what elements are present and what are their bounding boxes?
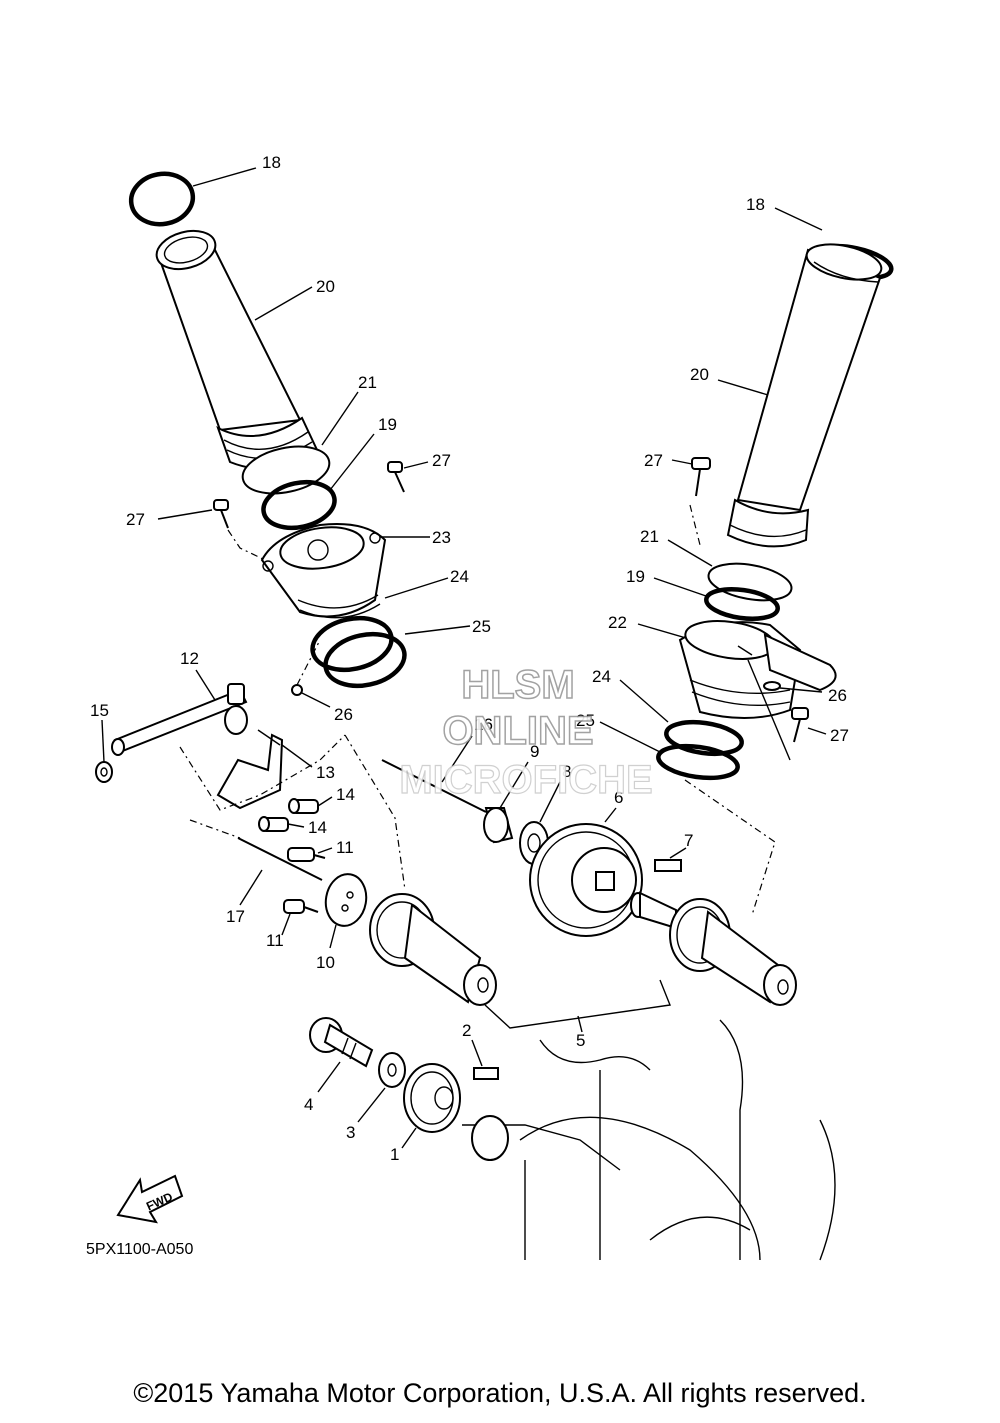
watermark-line-2: ONLINE <box>442 709 593 753</box>
callout-4: 4 <box>304 1095 313 1114</box>
callout-22: 22 <box>608 613 627 632</box>
callout-10: 10 <box>316 953 335 972</box>
callout-6: 6 <box>614 788 623 807</box>
callout-24-left: 24 <box>450 567 469 586</box>
fwd-arrow-icon: FWD <box>116 1174 184 1224</box>
callout-20-right: 20 <box>690 365 709 384</box>
callout-14-a: 14 <box>336 785 355 804</box>
callout-9: 9 <box>530 742 539 761</box>
key-7[interactable] <box>654 859 682 872</box>
key-2[interactable] <box>473 1067 499 1080</box>
holder-23-left[interactable] <box>260 522 387 619</box>
o-ring-19-left[interactable] <box>259 476 339 534</box>
callout-25-left: 25 <box>472 617 491 636</box>
callout-19-left: 19 <box>378 415 397 434</box>
holder-22-right[interactable] <box>678 616 837 719</box>
o-ring-18-left[interactable] <box>127 169 197 229</box>
ring-21-right[interactable] <box>706 558 795 606</box>
bolt-27-right-b[interactable] <box>791 707 809 743</box>
shaft-5-left[interactable] <box>369 893 497 1006</box>
stopper-plate-10[interactable] <box>322 871 370 929</box>
callout-18-right: 18 <box>746 195 765 214</box>
bolt-27-right-a[interactable] <box>691 457 711 497</box>
callout-2: 2 <box>462 1021 471 1040</box>
watermark: HLSM ONLINE MICROFICHE <box>399 662 654 802</box>
bolt-4[interactable] <box>309 1017 374 1068</box>
pin-26-left[interactable] <box>291 684 303 696</box>
washer-3[interactable] <box>378 1052 406 1088</box>
watermark-line-3: MICROFICHE <box>399 758 652 802</box>
callout-21-left: 21 <box>358 373 377 392</box>
callout-21-right: 21 <box>640 527 659 546</box>
tube-20-right[interactable] <box>726 238 884 548</box>
rod-17[interactable] <box>237 837 323 881</box>
gear-1[interactable] <box>403 1063 461 1133</box>
shaft-16[interactable] <box>381 759 487 813</box>
o-ring-25-right[interactable] <box>656 742 740 783</box>
callout-16: 16 <box>474 715 493 734</box>
callout-26-left: 26 <box>334 705 353 724</box>
callout-11-a: 11 <box>336 838 354 857</box>
callout-27-right-b: 27 <box>830 726 849 745</box>
callout-5: 5 <box>576 1031 585 1050</box>
bolt-11-b[interactable] <box>283 899 319 914</box>
bolt-14-b[interactable] <box>258 816 289 832</box>
shift-lever-13[interactable] <box>216 729 284 810</box>
callout-26-right: 26 <box>828 686 847 705</box>
callout-7: 7 <box>684 831 693 850</box>
gear-6[interactable] <box>529 823 643 937</box>
o-ring-25-left-b[interactable] <box>321 627 410 693</box>
washer-15[interactable] <box>95 761 113 783</box>
callout-13: 13 <box>316 763 335 782</box>
shaft-5-right[interactable] <box>630 891 797 1006</box>
drawing-code: 5PX1100-A050 <box>86 1241 193 1258</box>
callout-15: 15 <box>90 701 109 720</box>
crankcase-outline <box>462 1019 836 1261</box>
bolt-27-left-a[interactable] <box>213 499 229 529</box>
collar-9[interactable] <box>483 807 514 844</box>
callout-14-b: 14 <box>308 818 327 837</box>
callout-18-left: 18 <box>262 153 281 172</box>
callout-27-right-a: 27 <box>644 451 663 470</box>
o-ring-25-left-a[interactable] <box>308 611 397 677</box>
callout-27-left-a: 27 <box>126 510 145 529</box>
pin-26-right[interactable] <box>763 681 781 691</box>
o-ring-24-right[interactable] <box>664 718 744 758</box>
callout-labels: 18 20 21 19 27 27 23 24 25 26 12 15 13 1… <box>90 153 849 1164</box>
callout-17: 17 <box>226 907 245 926</box>
shift-shaft-12[interactable] <box>111 683 248 756</box>
callout-1: 1 <box>390 1145 399 1164</box>
bolt-11-a[interactable] <box>287 847 326 862</box>
tube-20-left[interactable] <box>152 225 320 471</box>
callout-23-left: 23 <box>432 528 451 547</box>
bolt-27-left-b[interactable] <box>387 461 405 493</box>
callout-20-left: 20 <box>316 277 335 296</box>
callout-24-right: 24 <box>592 667 611 686</box>
callout-3: 3 <box>346 1123 355 1142</box>
bolt-14-a[interactable] <box>288 798 319 814</box>
callout-27-left-b: 27 <box>432 451 451 470</box>
callout-12: 12 <box>180 649 199 668</box>
callout-11-b: 11 <box>266 931 284 950</box>
callout-25-right: 25 <box>576 711 595 730</box>
watermark-line-1: HLSM <box>461 663 574 707</box>
callout-19-right: 19 <box>626 567 645 586</box>
callout-8: 8 <box>562 762 571 781</box>
copyright-notice: ©2015 Yamaha Motor Corporation, U.S.A. A… <box>133 1378 867 1408</box>
o-ring-19-right[interactable] <box>704 585 780 623</box>
